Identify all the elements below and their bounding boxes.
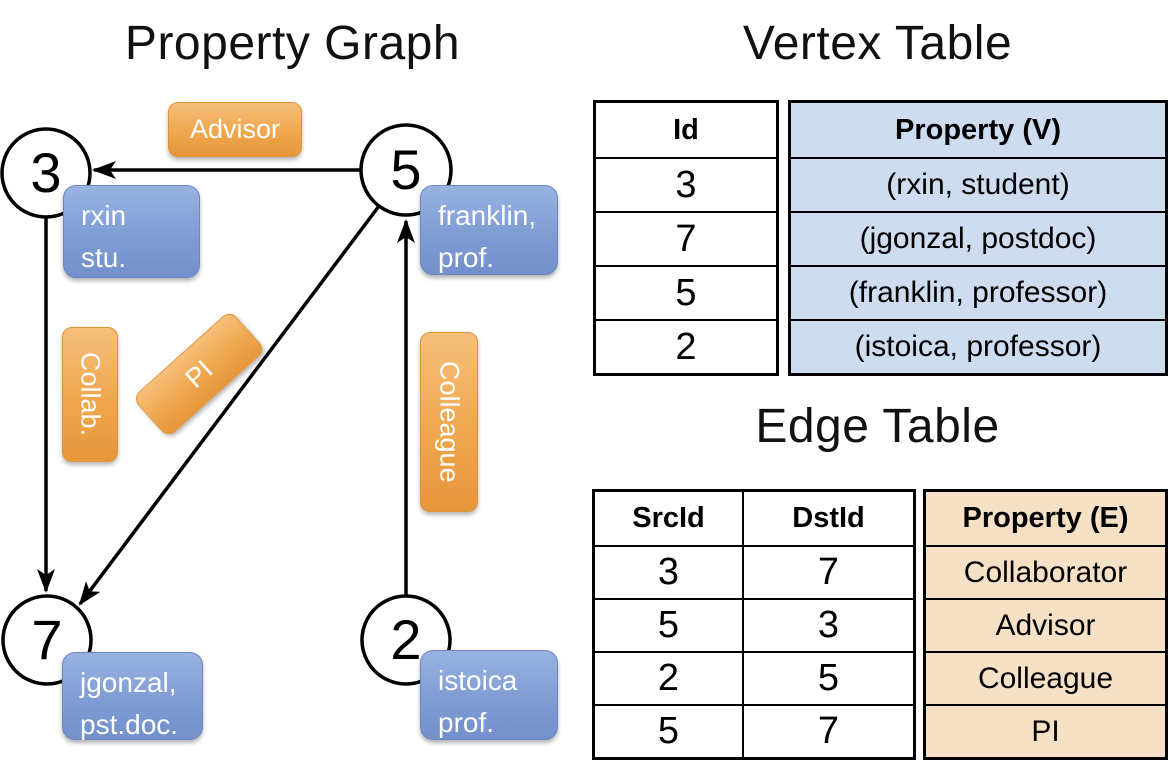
edge-5-to-7-pi [78, 204, 381, 606]
edge-table-title: Edge Table [755, 400, 1000, 453]
vertex-property-line: prof. [438, 707, 495, 738]
edge-table-srcid-cell: 3 [595, 545, 742, 598]
edge-table-dstid-cell: 5 [742, 651, 913, 704]
edge-table-dstid-cell: 7 [742, 545, 913, 598]
edge-table-property-cell: Collaborator [926, 545, 1165, 598]
vertex-property-line: prof. [438, 242, 495, 273]
vertex-property-rxin: rxin stu. [63, 185, 200, 278]
property-graph-title: Property Graph [124, 17, 461, 70]
vertex-property-line: jgonzal, [80, 667, 177, 698]
vertex-table-property-column: Property (V) (rxin, student) (jgonzal, p… [788, 100, 1168, 376]
vertex-table-property-cell: (jgonzal, postdoc) [791, 211, 1165, 265]
vertex-table-property-cell: (rxin, student) [791, 157, 1165, 211]
edge-table-srcid-cell: 2 [595, 651, 742, 704]
vertex-property-line: pst.doc. [80, 709, 179, 740]
edge-table-srcid-cell: 5 [595, 598, 742, 651]
vertex-table-id-header: Id [673, 113, 699, 146]
vertex-table-property-header: Property (V) [895, 113, 1061, 146]
vertex-table-property-cell: (istoica, professor) [791, 319, 1165, 373]
vertex-table-id-cell: 2 [596, 319, 776, 373]
vertex-property-istoica: istoica prof. [420, 650, 558, 740]
vertex-property-line: stu. [81, 242, 127, 273]
vertex-property-franklin: franklin, prof. [420, 185, 558, 275]
vertex-id-3: 3 [30, 141, 62, 204]
edge-table-srcid-header: SrcId [632, 502, 705, 534]
vertex-table-id-cell: 7 [596, 211, 776, 265]
vertex-table-id-column: Id 3 7 5 2 [593, 100, 779, 376]
vertex-id-2: 2 [390, 608, 422, 671]
edge-label-collab: Collab. [62, 327, 118, 462]
edge-table-dstid-cell: 7 [742, 704, 913, 757]
vertex-id-5: 5 [390, 138, 422, 201]
vertex-table-id-cell: 5 [596, 265, 776, 319]
edge-table-property-header: Property (E) [962, 502, 1129, 534]
vertex-property-line: istoica [438, 665, 518, 696]
edge-table-property-cell: Advisor [926, 598, 1165, 651]
vertex-table-id-cell: 3 [596, 157, 776, 211]
edge-table-property-cell: PI [926, 704, 1165, 757]
vertex-table-property-cell: (franklin, professor) [791, 265, 1165, 319]
vertex-table-title: Vertex Table [742, 17, 1013, 70]
edge-label-advisor: Advisor [168, 102, 302, 157]
edge-table-dstid-cell: 3 [742, 598, 913, 651]
edge-table-property-cell: Colleague [926, 651, 1165, 704]
vertex-property-line: rxin [81, 200, 127, 231]
vertex-property-line: franklin, [438, 200, 537, 231]
edge-table-id-columns: SrcId DstId 3 7 5 3 2 5 5 7 [592, 489, 916, 760]
vertex-id-7: 7 [31, 608, 63, 671]
edge-table-property-column: Property (E) Collaborator Advisor Collea… [923, 489, 1168, 760]
vertex-property-jgonzal: jgonzal, pst.doc. [62, 652, 203, 740]
edge-table-dstid-header: DstId [742, 492, 913, 545]
edge-table-srcid-cell: 5 [595, 704, 742, 757]
edge-label-colleague: Colleague [420, 332, 478, 512]
